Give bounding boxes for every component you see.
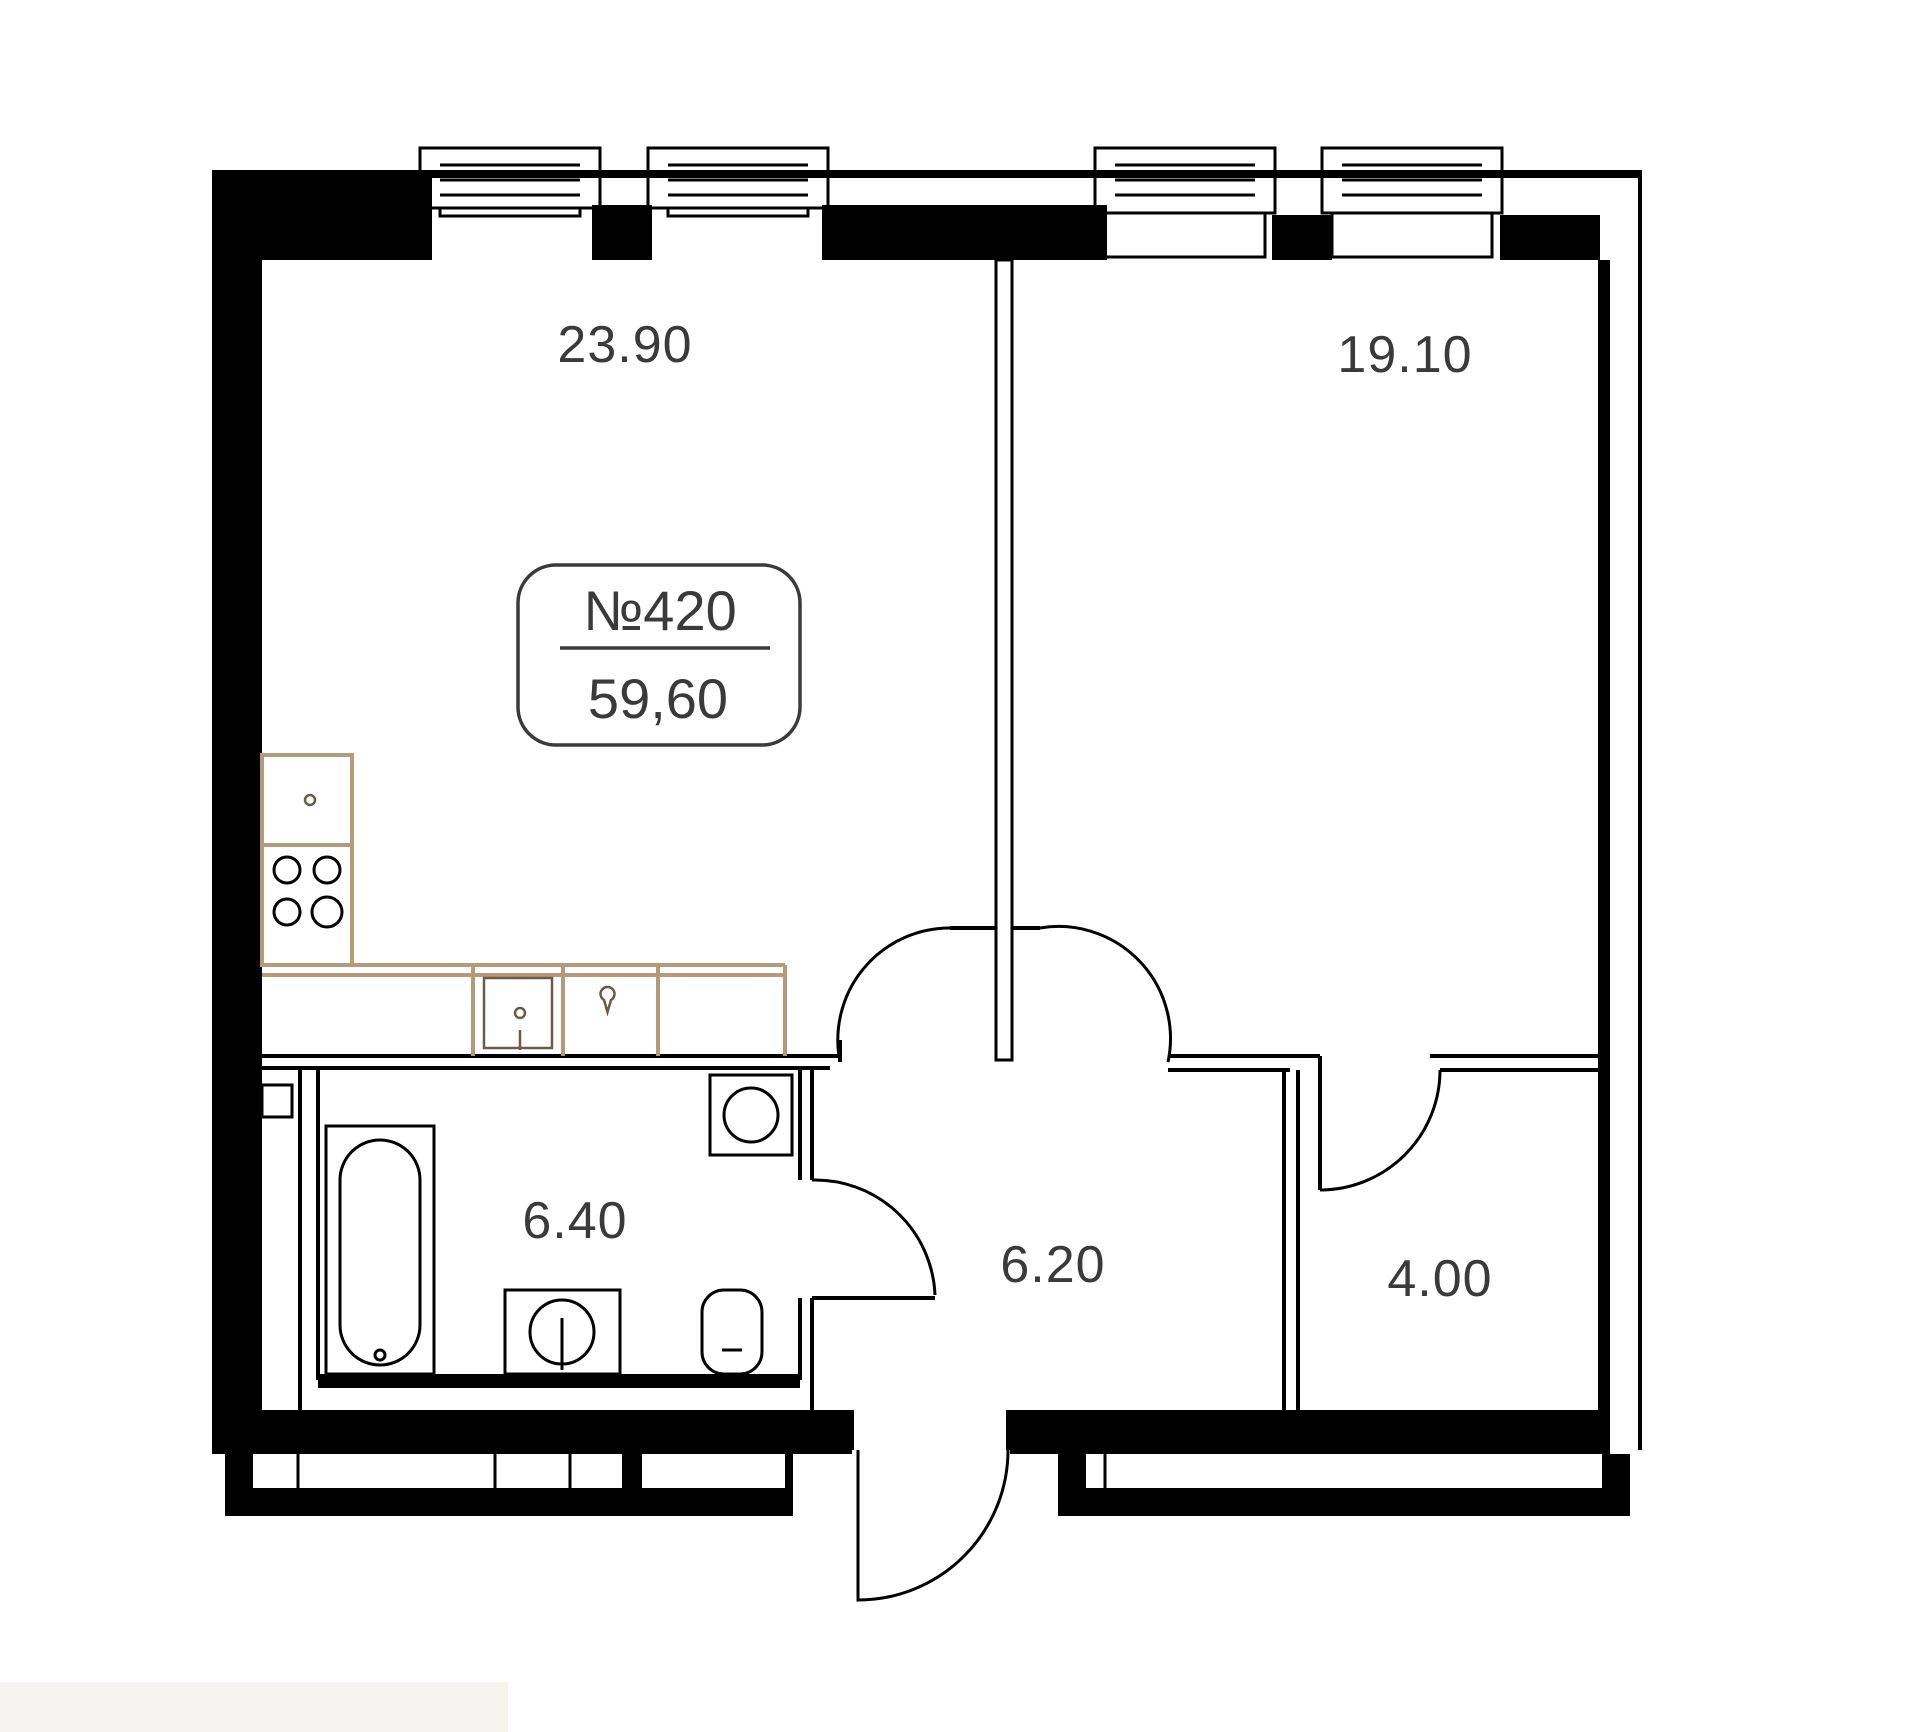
- door-entrance: [850, 1410, 1010, 1602]
- interior-walls: [262, 258, 1598, 1410]
- room-area-storage: 4.00: [1387, 1250, 1492, 1308]
- room-area-bedroom: 19.10: [1337, 326, 1472, 384]
- room-area-hallway: 6.20: [1000, 1236, 1105, 1294]
- washbasin: [503, 1288, 622, 1376]
- bathtub: [324, 1124, 436, 1376]
- door-bathroom: [811, 1178, 937, 1300]
- bath-shelf: [260, 1083, 294, 1119]
- washing-machine: [708, 1073, 794, 1157]
- room-area-living: 23.90: [557, 316, 692, 374]
- window-2: [646, 146, 830, 218]
- kitchen-unit: [260, 753, 787, 1056]
- apartment-badge: №420 59,60: [516, 563, 802, 747]
- apartment-number: №420: [583, 579, 737, 642]
- corner-strip: [0, 1682, 508, 1732]
- bottom-window-right: [1058, 1454, 1630, 1516]
- toilet: [700, 1288, 764, 1376]
- door-living: [836, 926, 996, 1063]
- window-4: [1320, 146, 1504, 259]
- bottom-window-left: [225, 1454, 793, 1516]
- apartment-total-area: 59,60: [588, 667, 728, 730]
- window-1: [418, 146, 602, 218]
- exterior-walls: [212, 170, 1642, 1454]
- room-area-bathroom: 6.40: [522, 1192, 627, 1250]
- door-storage: [1319, 1069, 1442, 1192]
- window-3: [1093, 146, 1277, 259]
- door-bedroom: [1012, 924, 1172, 1063]
